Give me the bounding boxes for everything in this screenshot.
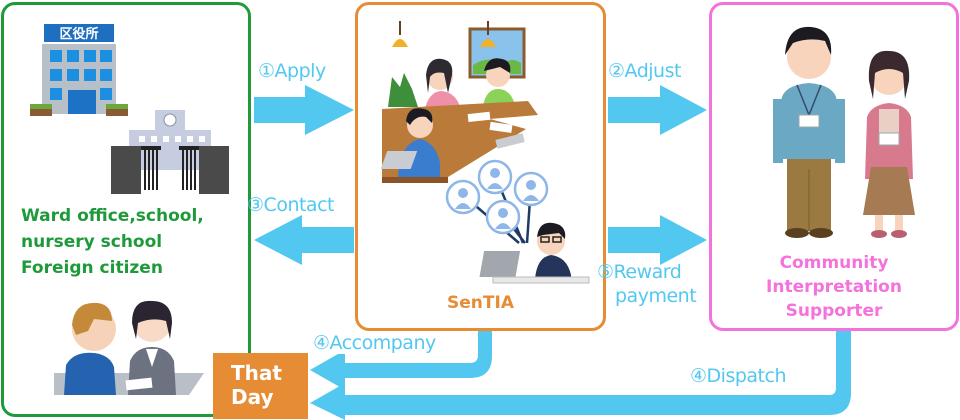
reward-text: Reward	[613, 261, 682, 283]
dispatch-arrow	[310, 331, 851, 420]
consultation-illustration	[54, 300, 204, 395]
step-4-number-dispatch: ④	[690, 365, 707, 387]
dispatch-text: Dispatch	[706, 365, 787, 387]
reward-label: ⑤Reward payment	[597, 260, 697, 308]
step-5-number: ⑤	[597, 261, 614, 283]
office-meeting-illustration	[380, 21, 538, 183]
network-staff-illustration	[445, 159, 590, 284]
sentia-box: SenTIA	[355, 2, 606, 331]
contact-arrow	[254, 215, 354, 265]
step-4-number-accompany: ④	[313, 332, 330, 354]
adjust-arrow	[608, 85, 707, 135]
supporters-illustration	[773, 26, 915, 238]
adjust-label: ②Adjust	[608, 60, 681, 82]
school-icon	[111, 110, 229, 194]
government-citizen-label: Ward office,school, nursery school Forei…	[21, 206, 204, 278]
dispatch-label: ④Dispatch	[690, 365, 789, 387]
that-day-badge: That Day	[213, 353, 308, 419]
accompany-label: ④Accompany	[313, 332, 439, 354]
ward-office-sign: 区役所	[59, 26, 98, 42]
supporter-label: Community Interpretation Supporter	[766, 253, 902, 321]
accompany-arrow	[310, 331, 492, 390]
reward-arrow	[608, 215, 707, 265]
adjust-text: Adjust	[624, 60, 682, 82]
government-citizen-box: 区役所 Ward office,school, nursery school F…	[1, 2, 251, 417]
contact-label: ③Contact	[247, 194, 334, 216]
apply-label: ①Apply	[258, 60, 326, 82]
accompany-text: Accompany	[329, 332, 437, 354]
apply-arrow	[254, 85, 354, 135]
contact-text: Contact	[263, 194, 335, 216]
apply-text: Apply	[274, 60, 327, 82]
step-1-number: ①	[258, 60, 275, 82]
payment-text: payment	[615, 285, 697, 307]
step-3-number: ③	[247, 194, 264, 216]
ward-office-icon: 区役所	[30, 24, 128, 116]
sentia-label: SenTIA	[447, 293, 514, 313]
step-2-number: ②	[608, 60, 625, 82]
community-interpretation-supporter-box: Community Interpretation Supporter	[709, 2, 959, 331]
